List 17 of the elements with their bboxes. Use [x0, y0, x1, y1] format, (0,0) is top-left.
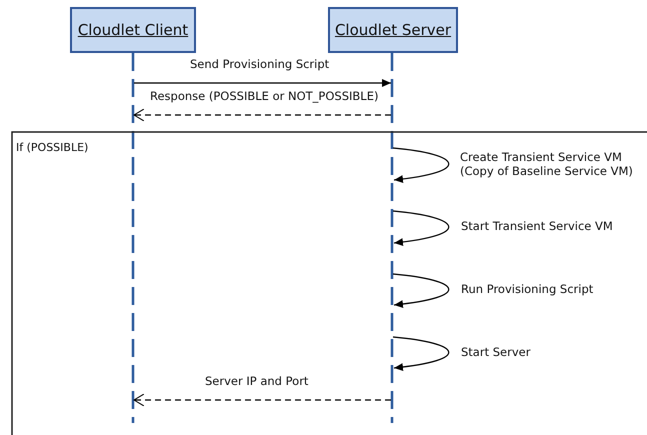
lifeline-head: Cloudlet Client — [70, 7, 196, 53]
message-label: Run Provisioning Script — [461, 282, 594, 296]
lifeline-head: Cloudlet Server — [328, 7, 458, 53]
message-label: Create Transient Service VM (Copy of Baseline Service VM) — [460, 150, 634, 178]
self-message-arrow — [392, 273, 449, 308]
message-label: Server IP and Port — [205, 374, 308, 388]
message-label: Start Server — [461, 345, 530, 359]
message-label: Send Provisioning Script — [190, 57, 330, 71]
self-message-arrow — [392, 147, 449, 183]
return-message-arrow — [134, 394, 391, 406]
return-message-arrow — [134, 108, 391, 122]
message-label: Response (POSSIBLE or NOT_POSSIBLE) — [150, 89, 378, 103]
self-message-arrow — [392, 210, 449, 246]
message-label: Start Transient Service VM — [461, 219, 613, 233]
guard-condition: If (POSSIBLE) — [16, 141, 88, 154]
self-message-arrow — [392, 336, 449, 371]
message-arrow — [134, 79, 391, 87]
